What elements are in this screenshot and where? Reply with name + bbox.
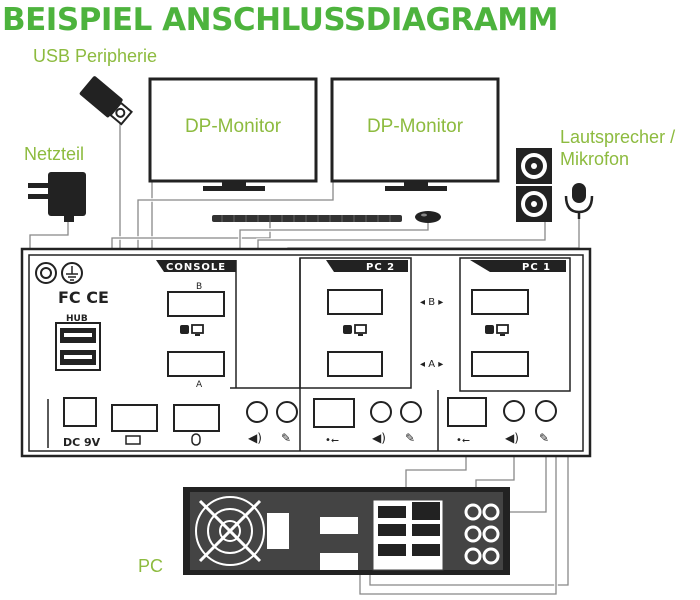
keyboard-icon: [212, 215, 402, 222]
pc-usb-port-2: [378, 524, 406, 536]
pc1-mic-jack: [535, 400, 557, 422]
pc2-usb-icon: •⭠: [325, 435, 339, 446]
monitor-2: DP-Monitor: [330, 77, 500, 191]
label-pc: PC: [138, 556, 163, 576]
pc2-dp-port-b: [327, 289, 383, 315]
pc1-dp-port-b: [471, 289, 529, 315]
diagram-title: BEISPIEL ANSCHLUSSDIAGRAMM: [2, 2, 558, 38]
speaker-icon: [516, 148, 552, 222]
monitor-1-label: DP-Monitor: [185, 116, 282, 137]
switch-b-label: ◂ B ▸: [420, 297, 443, 308]
pc2-tab: PC 2: [366, 262, 395, 273]
console-keyboard-port: [111, 404, 158, 432]
usb-stick-icon: [79, 76, 134, 126]
console-dp-port-a: [167, 351, 225, 377]
pc-dp-port-1: [320, 517, 358, 534]
console-dp-port-b: [167, 291, 225, 317]
pc2-dp-port-a: [327, 351, 383, 377]
ground-icon: [35, 262, 83, 284]
pc-ethernet-port: [412, 502, 440, 520]
pc-usb-port-1: [378, 506, 406, 518]
pc1-audio-jack: [503, 400, 525, 422]
label-netzteil: Netzteil: [24, 144, 84, 164]
pc2-speaker-icon: ◀): [372, 431, 386, 445]
speaker-small-icon: ◀): [248, 431, 262, 445]
pc1-tab: PC 1: [522, 262, 551, 273]
label-mikrofon: Mikrofon: [560, 149, 629, 169]
hub-usb-ports: [55, 322, 101, 371]
mic-small-icon: ✎: [281, 431, 291, 445]
kvm-switch: FC CE HUB DC 9V CONSOLE B A: [20, 247, 592, 458]
pc2-mic-jack: [400, 401, 422, 423]
console-mouse-port: [173, 404, 220, 432]
microphone-icon: [564, 183, 594, 219]
keyboard-small-icon: [125, 435, 141, 445]
console-port-b-label: B: [196, 282, 202, 292]
console-mic-jack: [276, 401, 298, 423]
label-usb-peripherie: USB Peripherie: [33, 46, 157, 66]
fc-ce-mark: FC CE: [58, 288, 109, 307]
pc1-dp-port-a: [471, 351, 529, 377]
pc-audio-jacks: [464, 503, 500, 565]
console-tab: CONSOLE: [166, 262, 226, 273]
pc2-audio-jack: [370, 401, 392, 423]
dc-label: DC 9V: [63, 436, 101, 449]
hub-label: HUB: [66, 314, 88, 324]
pc1-speaker-icon: ◀): [505, 431, 519, 445]
pc2-displayport-icon: [343, 324, 367, 336]
pc-rear-panel: [183, 487, 510, 575]
console-audio-jack: [246, 401, 268, 423]
power-adapter-icon: [28, 172, 86, 222]
pc-usb-port-5: [412, 544, 440, 556]
pc1-usb-port: [447, 397, 487, 427]
pc1-mic-icon: ✎: [539, 431, 549, 445]
console-port-a-label: A: [196, 380, 203, 390]
pc1-displayport-icon: [485, 324, 509, 336]
displayport-icon: [180, 324, 204, 336]
power-socket-icon: [267, 513, 289, 549]
pc2-usb-port: [313, 398, 355, 428]
pc2-mic-icon: ✎: [405, 431, 415, 445]
mouse-small-icon: [191, 433, 201, 446]
pc-dp-port-2: [320, 553, 358, 570]
monitor-2-label: DP-Monitor: [367, 116, 464, 137]
pc-usb-port-4: [378, 544, 406, 556]
mouse-icon: [415, 211, 441, 223]
pc-usb-port-3: [412, 524, 440, 536]
switch-a-label: ◂ A ▸: [420, 359, 443, 370]
pc1-usb-icon: •⭠: [456, 435, 470, 446]
monitor-1: DP-Monitor: [148, 77, 318, 191]
label-speaker: Lautsprecher /: [560, 127, 675, 147]
fan-icon: [195, 496, 265, 566]
dc-power-port: DC 9V: [47, 397, 101, 449]
